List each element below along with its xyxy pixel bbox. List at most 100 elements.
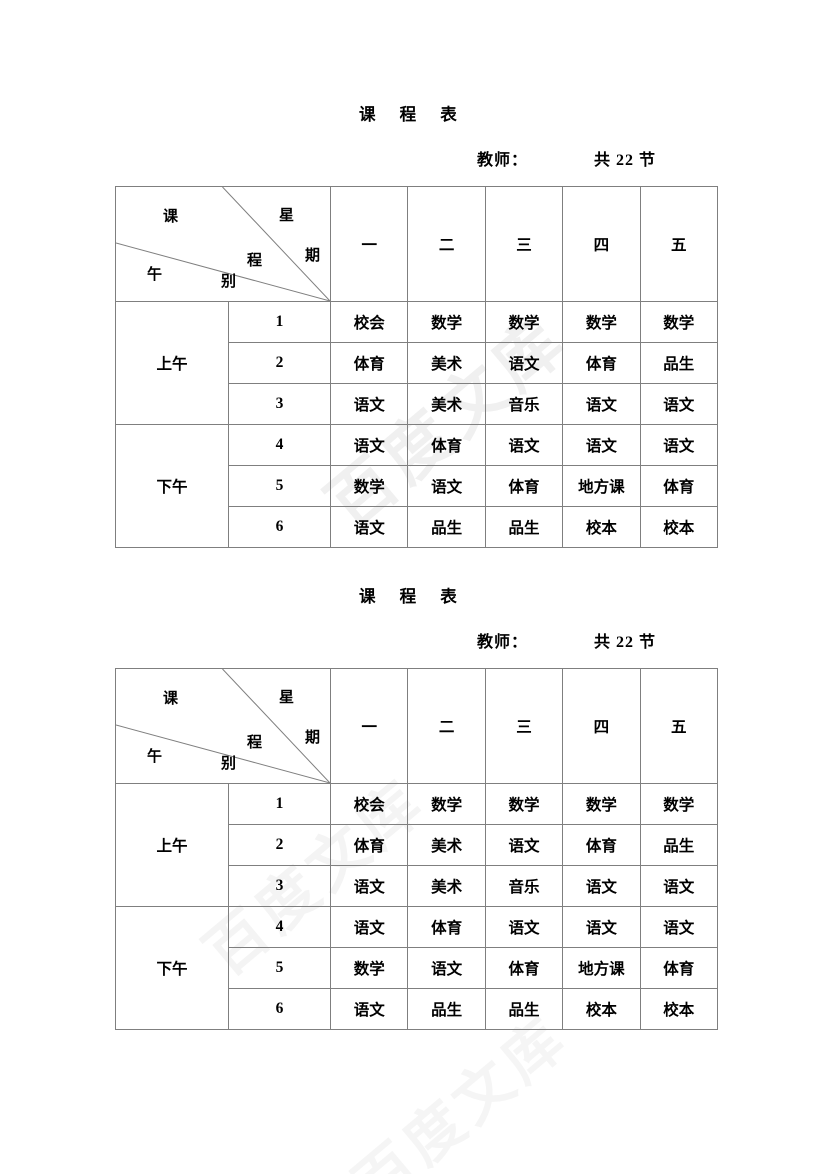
- corner-label-bie: 别: [221, 274, 237, 290]
- meta-row: 教师： 共 22 节: [0, 628, 830, 654]
- total-periods-label: 共 22 节: [594, 152, 657, 169]
- weekday-header-1: 一: [329, 668, 409, 784]
- subject-cell[interactable]: 语文: [639, 383, 718, 425]
- subject-cell[interactable]: 语文: [329, 906, 409, 948]
- subject-cell[interactable]: 地方课: [562, 947, 641, 989]
- subject-cell[interactable]: 体育: [562, 342, 641, 384]
- subject-cell[interactable]: 语文: [329, 865, 409, 907]
- table-header-row: 课星程期午别一二三四五: [115, 668, 718, 784]
- weekday-header-3: 三: [484, 668, 564, 784]
- period-number: 6: [228, 988, 331, 1030]
- subject-cell[interactable]: 校本: [562, 988, 641, 1030]
- corner-label-qi: 期: [305, 248, 321, 264]
- subject-cell[interactable]: 数学: [407, 783, 486, 825]
- subject-cell[interactable]: 语文: [329, 988, 409, 1030]
- subject-cell[interactable]: 校会: [329, 783, 409, 825]
- corner-label-qi: 期: [305, 730, 321, 746]
- subject-cell[interactable]: 校本: [639, 988, 718, 1030]
- teacher-label: 教师：: [477, 152, 529, 169]
- subject-cell[interactable]: 品生: [407, 988, 486, 1030]
- subject-cell[interactable]: 数学: [484, 783, 564, 825]
- subject-cell[interactable]: 数学: [407, 301, 486, 343]
- subject-cell[interactable]: 语文: [329, 424, 409, 466]
- page-title: 课 程 表: [359, 105, 467, 124]
- subject-cell[interactable]: 体育: [639, 947, 718, 989]
- subject-cell[interactable]: 数学: [562, 783, 641, 825]
- subject-cell[interactable]: 品生: [639, 824, 718, 866]
- subject-cell[interactable]: 美术: [407, 824, 486, 866]
- subject-cell[interactable]: 体育: [329, 342, 409, 384]
- subject-cell[interactable]: 体育: [407, 424, 486, 466]
- subject-cell[interactable]: 美术: [407, 383, 486, 425]
- corner-label-wu: 午: [147, 749, 163, 765]
- subject-cell[interactable]: 语文: [484, 906, 564, 948]
- subject-cell[interactable]: 体育: [639, 465, 718, 507]
- subject-cell[interactable]: 体育: [484, 465, 564, 507]
- subject-cell[interactable]: 语文: [639, 906, 718, 948]
- corner-label-cheng: 程: [247, 735, 263, 751]
- period-number: 3: [228, 865, 331, 907]
- period-number: 4: [228, 424, 331, 466]
- subject-cell[interactable]: 数学: [562, 301, 641, 343]
- subject-cell[interactable]: 校会: [329, 301, 409, 343]
- weekday-header-2: 二: [407, 186, 486, 302]
- subject-cell[interactable]: 语文: [562, 424, 641, 466]
- subject-cell[interactable]: 语文: [639, 424, 718, 466]
- subject-cell[interactable]: 体育: [329, 824, 409, 866]
- subject-cell[interactable]: 语文: [329, 506, 409, 548]
- corner-label-ke: 课: [163, 209, 179, 225]
- period-number: 1: [228, 301, 331, 343]
- meta-row: 教师： 共 22 节: [0, 146, 830, 172]
- subject-cell[interactable]: 语文: [562, 906, 641, 948]
- subject-cell[interactable]: 音乐: [484, 865, 564, 907]
- subject-cell[interactable]: 音乐: [484, 383, 564, 425]
- subject-cell[interactable]: 语文: [562, 865, 641, 907]
- corner-diagonal-lines: [116, 187, 330, 301]
- subject-cell[interactable]: 语文: [484, 342, 564, 384]
- corner-label-cheng: 程: [247, 253, 263, 269]
- corner-label-wu: 午: [147, 267, 163, 283]
- subject-cell[interactable]: 品生: [484, 506, 564, 548]
- subject-cell[interactable]: 体育: [562, 824, 641, 866]
- subject-cell[interactable]: 语文: [562, 383, 641, 425]
- subject-cell[interactable]: 校本: [639, 506, 718, 548]
- half-day-label-2: 下午: [115, 424, 229, 548]
- weekday-header-2: 二: [407, 668, 486, 784]
- subject-cell[interactable]: 地方课: [562, 465, 641, 507]
- subject-cell[interactable]: 数学: [329, 465, 409, 507]
- subject-cell[interactable]: 品生: [407, 506, 486, 548]
- subject-cell[interactable]: 语文: [484, 824, 564, 866]
- subject-cell[interactable]: 数学: [484, 301, 564, 343]
- subject-cell[interactable]: 体育: [484, 947, 564, 989]
- period-number: 5: [228, 947, 331, 989]
- subject-cell[interactable]: 数学: [639, 301, 718, 343]
- teacher-label: 教师：: [477, 634, 529, 651]
- subject-cell[interactable]: 语文: [484, 424, 564, 466]
- subject-cell[interactable]: 美术: [407, 342, 486, 384]
- subject-cell[interactable]: 语文: [329, 383, 409, 425]
- subject-cell[interactable]: 美术: [407, 865, 486, 907]
- subject-cell[interactable]: 品生: [639, 342, 718, 384]
- period-number: 2: [228, 342, 331, 384]
- subject-cell[interactable]: 语文: [407, 465, 486, 507]
- corner-header-cell: 课星程期午别: [115, 186, 331, 302]
- subject-cell[interactable]: 语文: [407, 947, 486, 989]
- subject-cell[interactable]: 品生: [484, 988, 564, 1030]
- subject-cell[interactable]: 语文: [639, 865, 718, 907]
- subject-cell[interactable]: 数学: [329, 947, 409, 989]
- subject-cell[interactable]: 校本: [562, 506, 641, 548]
- subject-cell[interactable]: 数学: [639, 783, 718, 825]
- subject-cell[interactable]: 体育: [407, 906, 486, 948]
